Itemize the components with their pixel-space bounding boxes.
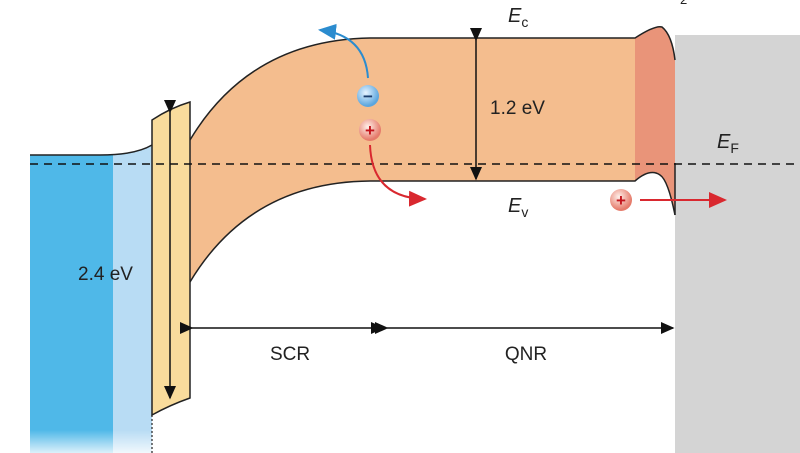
electron: − xyxy=(357,85,379,107)
hole-path-arrow xyxy=(369,144,427,207)
qnr-label: QNR xyxy=(505,344,547,365)
electron-path-arrow xyxy=(318,23,369,79)
buffer-layer xyxy=(151,100,191,453)
hole-sign: + xyxy=(616,191,626,210)
hole: + xyxy=(359,119,381,141)
ef-label: EF xyxy=(717,131,739,156)
top-cut-label: 2 xyxy=(680,0,687,7)
window-layer xyxy=(30,144,153,453)
ec-label: Ec xyxy=(508,5,528,30)
absorber-gap-label: 1.2 eV xyxy=(490,98,545,119)
buffer-gap-label: 2.4 eV xyxy=(78,264,133,285)
back-contact-metal xyxy=(675,35,800,453)
electron-sign: − xyxy=(363,87,373,106)
hole-sign: + xyxy=(365,121,375,140)
ev-label: Ev xyxy=(508,195,528,220)
scr-label: SCR xyxy=(270,344,310,365)
absorber-layer xyxy=(189,25,676,283)
hole-backcontact: + xyxy=(610,189,632,211)
